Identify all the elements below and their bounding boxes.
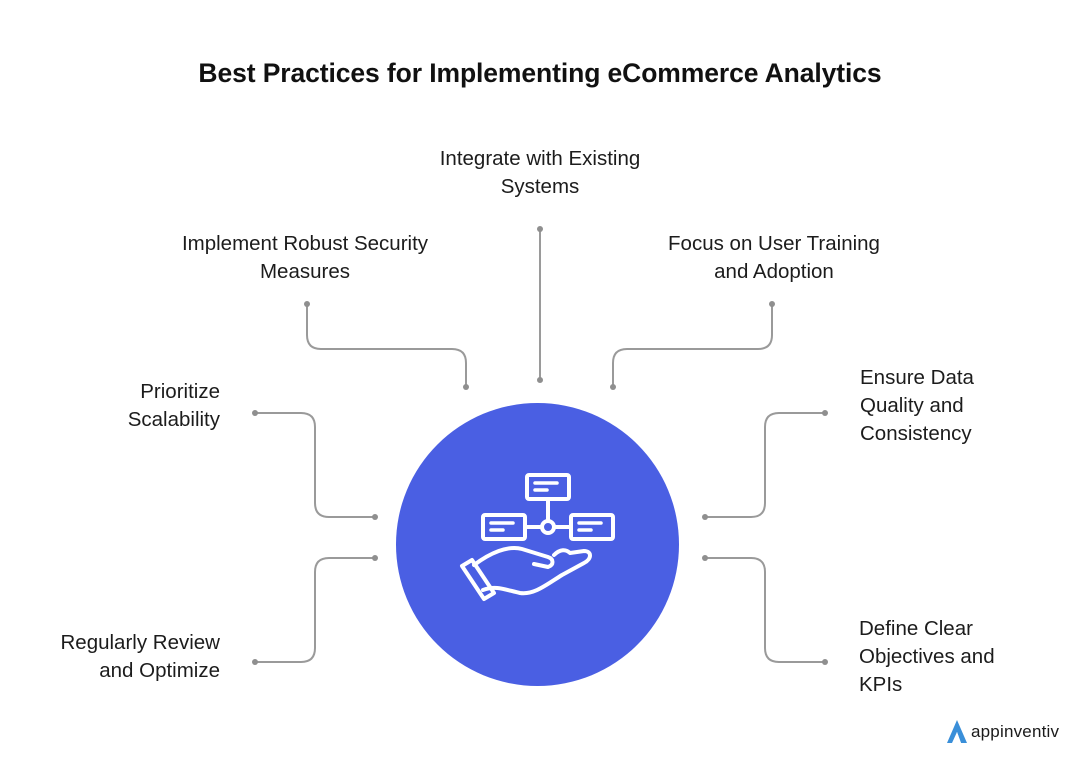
connector-objectives [704,557,826,663]
connector-dot [304,301,310,307]
diagram-title: Best Practices for Implementing eCommerc… [198,58,882,88]
connector-scalability [254,412,376,518]
brand-logo: appinventiv [946,719,1059,745]
connector-dot [537,226,543,232]
brand-name: appinventiv [971,722,1060,741]
connector-training [612,303,773,388]
connector-dot [537,377,543,383]
connector-review [254,557,376,663]
practice-quality-label: Ensure Data Quality and Consistency [860,366,974,445]
appinventiv-logo-icon [947,720,967,743]
connector-dot [252,659,258,665]
practice-objectives-label: Define Clear Objectives and KPIs [859,617,995,696]
connector-security [306,303,467,388]
connector-dot [252,410,258,416]
connector-dot [463,384,469,390]
connector-dot [372,555,378,561]
connector-dot [769,301,775,307]
connector-dot [702,555,708,561]
practice-integrate-label: Integrate with Existing Systems [439,147,641,198]
central-hub-circle [396,403,679,686]
practice-scalability-label: Prioritize Scalability [127,380,220,431]
connector-dot [372,514,378,520]
practice-security-label: Implement Robust Security Measures [181,232,429,283]
connector-quality [704,412,826,518]
connector-dot [822,659,828,665]
practice-review-label: Regularly Review and Optimize [60,631,220,682]
connector-dot [610,384,616,390]
hand-holding-network-icon [460,473,615,601]
connector-dot [702,514,708,520]
connector-dot [822,410,828,416]
practice-training-label: Focus on User Training and Adoption [668,232,880,283]
